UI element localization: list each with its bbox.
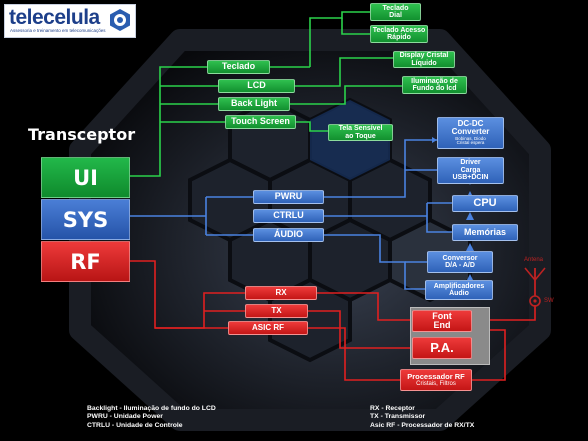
legend-left-item: PWRU - Unidade Power	[87, 413, 163, 421]
module-dcdc-converter: DC-DC Converter Bobinas, Diodo Cristal e…	[437, 117, 504, 149]
legend-left-item: CTRLU - Unidade de Controle	[87, 421, 183, 429]
dcdc-line1: DC-DC	[457, 118, 484, 128]
iluminacao-line2: Fundo do lcd	[412, 85, 457, 92]
module-tela-sensivel: Tela Sensível ao Toque	[328, 124, 393, 141]
dcdc-sub2: Cristal espera	[456, 140, 485, 146]
legend-right-item: RX - Receptor	[370, 405, 415, 412]
module-asic-rf: ASIC RF	[228, 321, 308, 335]
module-display-cristal: Display Cristal Líquido	[393, 51, 455, 68]
processador-sub: Cristais, Filtros	[416, 380, 456, 387]
front-end-line1: Font	[432, 310, 452, 321]
display-cristal-line2: Líquido	[411, 59, 437, 67]
telecelula-logo: telecelula Assessoria e treinamento em t…	[4, 4, 136, 38]
module-front-end: Font End	[412, 310, 472, 332]
module-lcd: LCD	[218, 79, 295, 93]
module-cpu: CPU	[452, 195, 518, 212]
antenna-label: Antena	[524, 257, 544, 263]
block-sys: SYS	[41, 199, 130, 240]
module-conversor: Conversor D/A - A/D	[427, 251, 493, 273]
module-audio: ÁUDIO	[253, 228, 324, 242]
tela-sensivel-line1: Tela Sensível	[338, 125, 383, 133]
module-tx: TX	[245, 304, 308, 318]
driver-line2: Carga	[460, 166, 481, 174]
module-processador-rf: Processador RF Cristais, Filtros	[400, 369, 472, 391]
dcdc-line2: Converter	[451, 127, 490, 137]
teclado-dial-line1: Teclado	[382, 4, 409, 12]
amplificadores-line1: Amplificadores	[433, 282, 485, 290]
block-ui: UI	[41, 157, 130, 198]
teclado-acesso-line1: Teclado Acesso	[372, 26, 426, 34]
module-rx: RX	[245, 286, 317, 300]
legend-left-item: Backlight - Iluminação de fundo do LCD	[87, 405, 216, 412]
iluminacao-line1: Iluminação de	[411, 77, 458, 85]
diagram-title: Transceptor	[28, 125, 136, 144]
module-pwru: PWRU	[253, 190, 324, 204]
conversor-line2: D/A - A/D	[445, 262, 475, 269]
teclado-dial-line2: Dial	[389, 12, 402, 19]
conversor-line1: Conversor	[442, 254, 478, 262]
legend-right-item: Asic RF - Processador de RX/TX	[370, 421, 475, 429]
legend-left: Backlight - Iluminação de fundo do LCD P…	[87, 405, 216, 430]
amplificadores-line2: Áudio	[449, 290, 469, 297]
module-touch-screen: Touch Screen	[225, 115, 296, 129]
module-amplificadores: Amplificadores Áudio	[425, 280, 493, 300]
dcdc-sub1: Bobinas, Diodo	[455, 135, 486, 141]
block-rf: RF	[41, 241, 130, 282]
driver-line1: Driver	[460, 159, 481, 167]
driver-line3: USB+DCIN	[452, 174, 489, 182]
module-iluminacao: Iluminação de Fundo do lcd	[402, 76, 467, 94]
logo-mark-icon	[110, 9, 130, 31]
teclado-acesso-line2: Rápido	[387, 34, 411, 41]
tela-sensivel-line2: ao Toque	[345, 132, 376, 140]
legend-right: RX - Receptor TX - Transmissor Asic RF -…	[370, 405, 474, 430]
module-teclado-dial: Teclado Dial	[370, 3, 421, 21]
module-back-light: Back Light	[218, 97, 290, 111]
switch-label: SW	[544, 298, 554, 304]
front-end-line2: End	[433, 320, 451, 330]
module-ctrlu: CTRLU	[253, 209, 324, 223]
module-memorias: Memórias	[452, 224, 518, 241]
module-pa: P.A.	[412, 337, 472, 359]
legend-right-item: TX - Transmissor	[370, 413, 426, 421]
logo-tagline: Assessoria e treinamento em telecomunica…	[10, 28, 106, 33]
module-driver-carga: Driver Carga USB+DCIN	[437, 157, 504, 184]
module-teclado: Teclado	[207, 60, 270, 74]
logo-name: telecelula	[9, 6, 100, 29]
display-cristal-line1: Display Cristal	[399, 52, 449, 60]
module-teclado-acesso: Teclado Acesso Rápido	[370, 25, 428, 43]
processador-line1: Processador RF	[407, 371, 465, 381]
